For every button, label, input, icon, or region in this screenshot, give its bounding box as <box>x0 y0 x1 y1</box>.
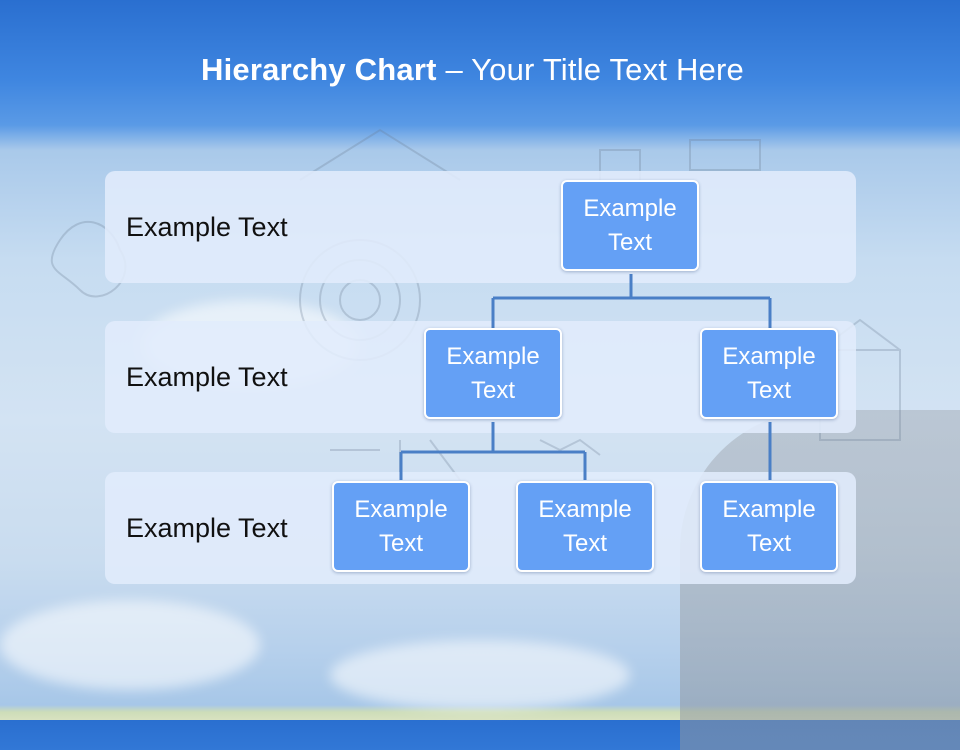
page-title: Hierarchy Chart – Your Title Text Here <box>0 52 945 88</box>
node-level2-left-line2: Text <box>470 376 515 404</box>
node-level3-b[interactable]: Example Text <box>516 481 654 572</box>
background-cloud <box>330 640 630 710</box>
title-bold-part: Hierarchy Chart <box>201 52 437 87</box>
level-row-3-label: Example Text <box>126 513 288 543</box>
level-row-1-label: Example Text <box>126 212 288 242</box>
node-level2-left[interactable]: Example Text <box>424 328 562 419</box>
node-level2-right-line2: Text <box>746 376 791 404</box>
level-row-2-label: Example Text <box>126 362 288 392</box>
node-level3-c-line2: Text <box>746 529 791 557</box>
background-cloud <box>0 600 260 690</box>
node-root[interactable]: Example Text <box>561 180 699 271</box>
node-level3-b-line2: Text <box>562 529 607 557</box>
node-level2-left-line1: Example <box>446 342 540 370</box>
node-level3-c-line1: Example <box>722 495 816 523</box>
node-level3-a-line1: Example <box>354 495 448 523</box>
node-root-line1: Example <box>583 194 677 222</box>
node-level3-b-line1: Example <box>538 495 632 523</box>
node-level2-right[interactable]: Example Text <box>700 328 838 419</box>
node-level3-c[interactable]: Example Text <box>700 481 838 572</box>
node-level3-a[interactable]: Example Text <box>332 481 470 572</box>
node-root-line2: Text <box>607 228 652 256</box>
node-level3-a-line2: Text <box>378 529 423 557</box>
node-level2-right-line1: Example <box>722 342 816 370</box>
title-rest-part: – Your Title Text Here <box>436 52 744 87</box>
level-row-1: Example Text <box>105 171 856 283</box>
